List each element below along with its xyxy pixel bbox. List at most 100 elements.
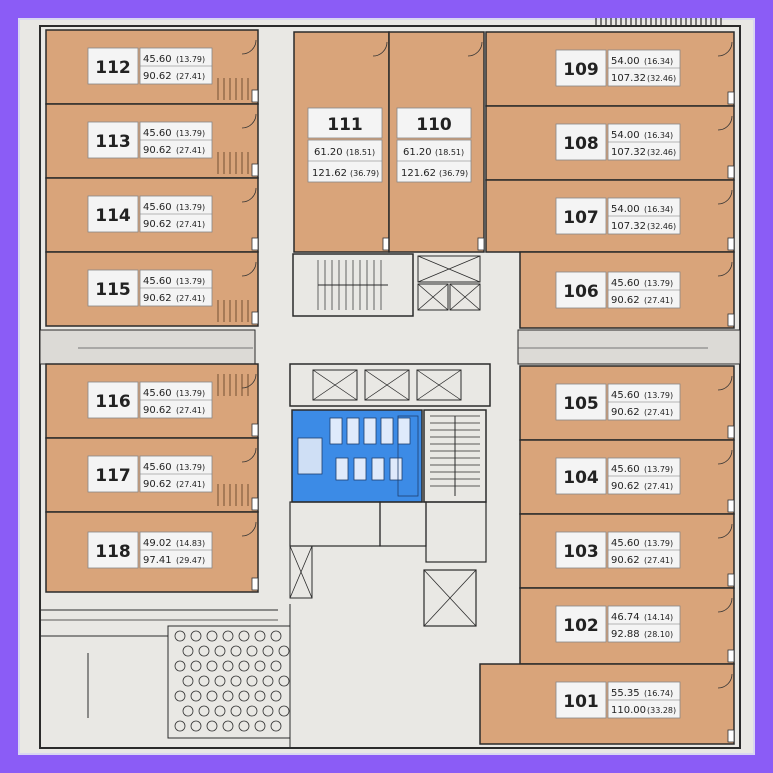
toilet-stall	[346, 417, 360, 445]
unit-number-box	[555, 197, 607, 235]
area-net: 61.20	[403, 147, 432, 158]
planter-dot	[222, 720, 234, 732]
stairs-south	[430, 415, 480, 496]
area-gross-py: (27.41)	[176, 220, 205, 229]
toilet-stall	[389, 457, 403, 481]
planter-dot	[214, 675, 226, 687]
area-gross: 121.62	[401, 168, 436, 179]
planter-dot	[262, 675, 274, 687]
planter-dot	[174, 720, 186, 732]
column-icon	[477, 237, 485, 251]
unit-number-box	[555, 49, 607, 87]
area-net: 45.60	[143, 128, 172, 139]
area-net-py: (13.79)	[176, 277, 205, 286]
area-net: 45.60	[611, 538, 640, 549]
planter-dot	[270, 690, 282, 702]
door-swing-icon	[241, 373, 257, 389]
area-net-py: (16.34)	[644, 205, 673, 214]
area-net-py: (13.79)	[644, 391, 673, 400]
unit-number-box	[555, 383, 607, 421]
unit-number: 116	[95, 392, 131, 412]
planter-dot	[230, 645, 242, 657]
planter-dot	[190, 690, 202, 702]
area-gross-py: (27.41)	[644, 296, 673, 305]
column-icon	[727, 91, 735, 105]
toilet-stall	[363, 417, 377, 445]
unit-number: 108	[563, 134, 599, 154]
unit-number: 115	[95, 280, 131, 300]
elevator-north-3	[449, 283, 481, 311]
unit-number-box	[555, 123, 607, 161]
planter-dot	[174, 630, 186, 642]
area-net: 45.60	[143, 388, 172, 399]
column-icon	[727, 313, 735, 327]
area-net-py: (14.83)	[176, 539, 205, 548]
planter-dot	[174, 690, 186, 702]
unit-number: 113	[95, 132, 131, 152]
planter-dot	[254, 660, 266, 672]
planter-dot	[222, 690, 234, 702]
toilet-stall	[380, 417, 394, 445]
area-net-py: (16.34)	[644, 57, 673, 66]
restroom-partition	[397, 415, 419, 497]
planter-dot	[254, 690, 266, 702]
column-icon	[251, 237, 259, 251]
west-corridor-upper	[39, 329, 256, 365]
hatch-strip	[595, 18, 722, 26]
area-net-py: (13.79)	[176, 463, 205, 472]
unit-number-box	[396, 107, 472, 139]
toilet-stall	[371, 457, 385, 481]
unit-number: 104	[563, 468, 599, 488]
elevator-car	[312, 369, 358, 401]
area-gross-py: (32.46)	[647, 148, 676, 157]
area-net: 45.60	[611, 464, 640, 475]
stairs-north	[317, 260, 388, 310]
area-gross: 107.32	[611, 147, 646, 158]
area-net: 45.60	[143, 276, 172, 287]
area-net: 49.02	[143, 538, 172, 549]
area-gross: 90.62	[143, 405, 172, 416]
unit-number-box	[307, 107, 383, 139]
planter-dot	[262, 705, 274, 717]
door-swing-icon	[241, 39, 257, 55]
unit-number-box	[87, 455, 139, 493]
area-gross: 90.62	[143, 71, 172, 82]
planter-dot	[278, 705, 290, 717]
door-swing-icon	[241, 521, 257, 537]
shaft-south	[423, 569, 477, 627]
area-net: 46.74	[611, 612, 640, 623]
planter-dot	[198, 675, 210, 687]
elevator-car	[364, 369, 410, 401]
area-gross-py: (32.46)	[647, 222, 676, 231]
area-gross: 90.62	[143, 479, 172, 490]
unit-number-box	[87, 381, 139, 419]
elevator-bank	[289, 363, 491, 407]
area-net: 61.20	[314, 147, 343, 158]
door-swing-icon	[241, 187, 257, 203]
area-gross-py: (28.10)	[644, 630, 673, 639]
planter-dots	[174, 630, 290, 732]
unit-number: 118	[95, 542, 131, 562]
column-icon	[727, 729, 735, 743]
area-gross-py: (27.41)	[644, 482, 673, 491]
area-net-py: (18.51)	[435, 148, 464, 157]
planter-dot	[198, 705, 210, 717]
column-icon	[727, 425, 735, 439]
planter-dot	[254, 720, 266, 732]
planter-dot	[190, 660, 202, 672]
planter-dot	[254, 630, 266, 642]
unit-number-box	[555, 271, 607, 309]
planter-dot	[206, 720, 218, 732]
planter-dot	[238, 690, 250, 702]
elevator-car	[416, 369, 462, 401]
shaft-west-x	[289, 545, 313, 599]
planter-dot	[246, 675, 258, 687]
door-swing-icon	[717, 673, 733, 689]
